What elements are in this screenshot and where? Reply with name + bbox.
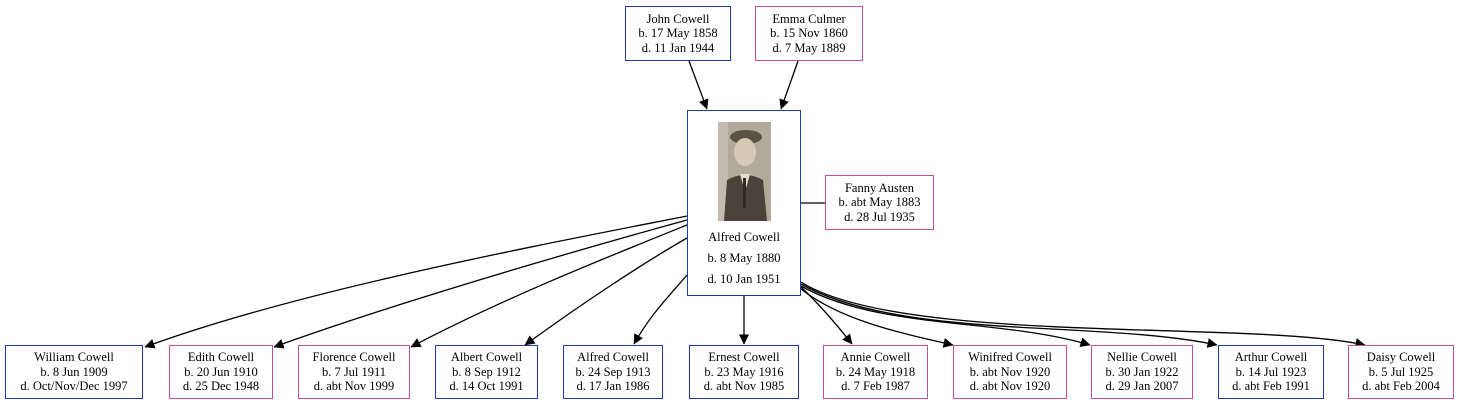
person-box-alfred-cowell-child[interactable]: Alfred Cowell b. 24 Sep 1913 d. 17 Jan 1…: [563, 345, 663, 399]
person-box-nellie-cowell[interactable]: Nellie Cowell b. 30 Jan 1922 d. 29 Jan 2…: [1091, 345, 1193, 399]
person-birth: b. 8 Sep 1912: [452, 364, 521, 379]
person-name: Winifred Cowell: [968, 350, 1052, 365]
edge-alfred-to-florence: [410, 224, 688, 348]
person-box-daisy-cowell[interactable]: Daisy Cowell b. 5 Jul 1925 d. abt Feb 20…: [1348, 345, 1454, 399]
person-name: Albert Cowell: [450, 350, 523, 365]
person-birth: b. 15 Nov 1860: [770, 26, 848, 41]
person-birth: b. 30 Jan 1922: [1105, 364, 1179, 379]
person-birth: b. 23 May 1916: [704, 364, 784, 379]
person-death: d. Oct/Nov/Dec 1997: [20, 379, 128, 394]
person-birth: b. 8 May 1880: [707, 251, 781, 265]
person-name: Alfred Cowell: [708, 230, 780, 244]
person-box-florence-cowell[interactable]: Florence Cowell b. 7 Jul 1911 d. abt Nov…: [298, 345, 410, 399]
person-name: Emma Culmer: [772, 11, 846, 26]
person-birth: b. 24 Sep 1913: [575, 364, 651, 379]
person-box-emma-culmer[interactable]: Emma Culmer b. 15 Nov 1860 d. 7 May 1889: [755, 6, 863, 61]
edge-alfred-to-albert: [524, 237, 688, 346]
person-death: d. 17 Jan 1986: [576, 379, 650, 394]
person-death: d. abt Nov 1920: [969, 379, 1051, 394]
person-box-alfred-cowell-subject[interactable]: Alfred Cowell b. 8 May 1880 d. 10 Jan 19…: [687, 110, 801, 296]
person-box-albert-cowell[interactable]: Albert Cowell b. 8 Sep 1912 d. 14 Oct 19…: [435, 345, 538, 399]
person-death: d. 10 Jan 1951: [707, 272, 781, 286]
person-box-annie-cowell[interactable]: Annie Cowell b. 24 May 1918 d. 7 Feb 198…: [823, 345, 928, 399]
person-death: d. 7 Feb 1987: [841, 379, 910, 394]
person-death: d. 14 Oct 1991: [449, 379, 524, 394]
edge-alfred-to-alfred2: [633, 274, 688, 345]
edge-alfred-to-william: [144, 215, 688, 349]
person-name: Florence Cowell: [312, 350, 396, 365]
person-name: Fanny Austen: [844, 180, 915, 195]
person-death: d. abt Feb 2004: [1362, 379, 1440, 394]
edge-alfred-to-arthur: [800, 283, 1218, 348]
edge-alfred-to-daisy: [800, 281, 1366, 348]
portrait-photo: [717, 122, 771, 221]
person-death: d. 28 Jul 1935: [844, 209, 915, 224]
edge-john-to-alfred: [688, 60, 709, 110]
person-name: Edith Cowell: [187, 350, 255, 365]
person-box-fanny-austen[interactable]: Fanny Austen b. abt May 1883 d. 28 Jul 1…: [825, 175, 934, 230]
person-box-arthur-cowell[interactable]: Arthur Cowell b. 14 Jul 1923 d. abt Feb …: [1218, 345, 1324, 399]
portrait-image: [717, 122, 771, 221]
person-death: d. 29 Jan 2007: [1105, 379, 1179, 394]
edge-emma-to-alfred: [779, 60, 799, 110]
person-box-edith-cowell[interactable]: Edith Cowell b. 20 Jun 1910 d. 25 Dec 19…: [169, 345, 273, 399]
person-birth: b. abt May 1883: [838, 195, 921, 210]
person-name: Nellie Cowell: [1107, 350, 1177, 365]
person-birth: b. 7 Jul 1911: [321, 364, 387, 379]
person-birth: b. 8 Jun 1909: [40, 364, 108, 379]
person-death: d. 7 May 1889: [772, 40, 846, 55]
person-death: d. abt Nov 1999: [313, 379, 395, 394]
person-box-william-cowell[interactable]: William Cowell b. 8 Jun 1909 d. Oct/Nov/…: [5, 345, 143, 399]
edge-alfred-to-annie: [800, 286, 853, 345]
person-death: d. 25 Dec 1948: [182, 379, 260, 394]
person-birth: b. abt Nov 1920: [969, 364, 1051, 379]
edge-alfred-to-edith: [273, 219, 688, 349]
edge-alfred-to-nellie: [800, 285, 1091, 348]
person-birth: b. 24 May 1918: [835, 364, 916, 379]
person-box-ernest-cowell[interactable]: Ernest Cowell b. 23 May 1916 d. abt Nov …: [689, 345, 799, 399]
person-death: d. 11 Jan 1944: [641, 40, 715, 55]
person-name: Ernest Cowell: [708, 350, 780, 365]
person-birth: b. 14 Jul 1923: [1235, 364, 1307, 379]
person-death: d. abt Feb 1991: [1232, 379, 1310, 394]
person-name: William Cowell: [34, 350, 114, 365]
person-birth: b. 20 Jun 1910: [184, 364, 258, 379]
person-box-john-cowell[interactable]: John Cowell b. 17 May 1858 d. 11 Jan 194…: [625, 6, 731, 61]
person-birth: b. 5 Jul 1925: [1368, 364, 1434, 379]
edge-alfred-to-winifred: [800, 288, 954, 348]
person-name: Arthur Cowell: [1234, 350, 1308, 365]
person-name: Alfred Cowell: [577, 350, 649, 365]
person-name: Annie Cowell: [840, 350, 911, 365]
person-name: John Cowell: [646, 11, 710, 26]
person-box-winifred-cowell[interactable]: Winifred Cowell b. abt Nov 1920 d. abt N…: [953, 345, 1067, 399]
person-birth: b. 17 May 1858: [638, 26, 718, 41]
person-death: d. abt Nov 1985: [703, 379, 785, 394]
person-name: Daisy Cowell: [1366, 350, 1436, 365]
